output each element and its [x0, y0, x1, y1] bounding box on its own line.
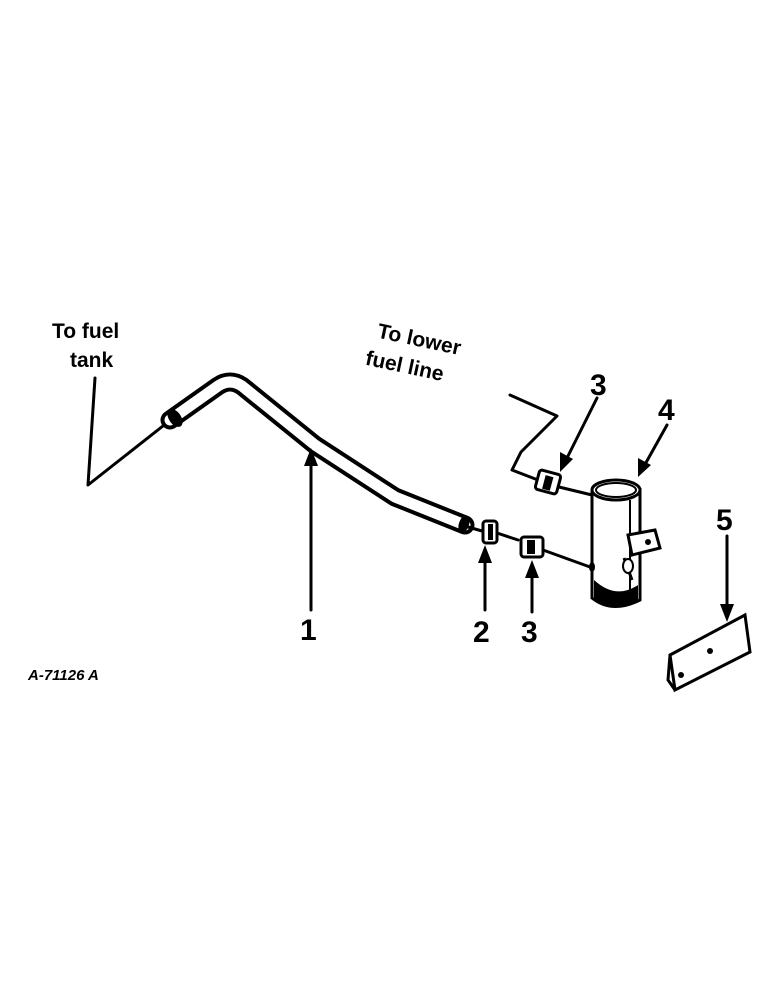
upper-fuel-line [508, 393, 594, 497]
to-lower-fuel-line-note: To lower fuel line [363, 320, 463, 386]
callout-5: 5 [716, 504, 733, 537]
drawing-code: A-71126 A [27, 667, 99, 684]
callout-numbers: 1 2 3 3 4 5 [300, 369, 733, 649]
to-fuel-tank-leader [86, 376, 170, 487]
fuel-pump-part-4 [589, 478, 662, 608]
to-fuel-tank-text-line1: To fuel [52, 320, 119, 343]
bracket-plate-part-5 [666, 612, 752, 693]
callout-3-upper: 3 [590, 369, 607, 402]
callout-2: 2 [473, 616, 490, 649]
callout-1: 1 [300, 614, 317, 647]
to-fuel-tank-note: To fuel tank [52, 320, 170, 487]
fuel-tube [160, 372, 484, 535]
callout-arrows [304, 396, 734, 622]
fitting-part-2 [481, 519, 520, 545]
callout-3-lower: 3 [521, 616, 538, 649]
fitting-part-3-lower [519, 535, 592, 569]
callout-4: 4 [658, 394, 675, 427]
to-fuel-tank-text-line2: tank [70, 349, 114, 372]
